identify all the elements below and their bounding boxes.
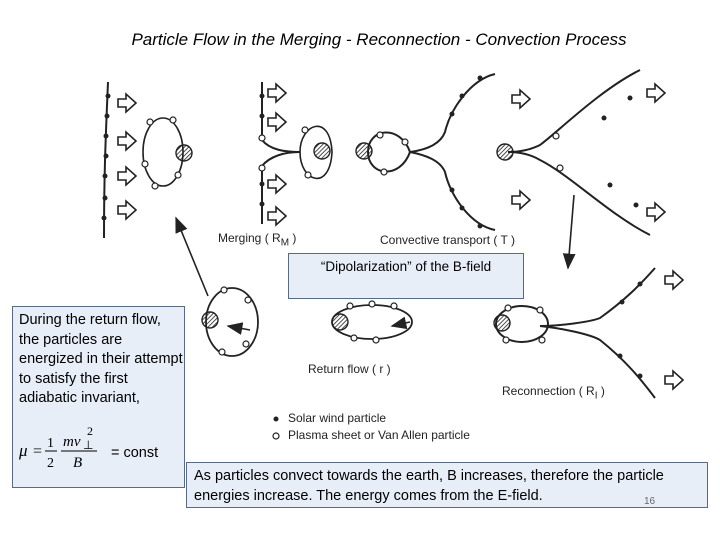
solar-wind-arrow-icon — [664, 269, 685, 291]
solar-wind-arrow-icon — [117, 92, 138, 114]
earth-icon — [201, 311, 219, 329]
panel-convective-2 — [507, 69, 651, 236]
panel-convective — [367, 73, 496, 231]
cycle-arrow-up — [175, 216, 209, 297]
solar-wind-arrow-icon — [267, 173, 288, 195]
dipolar-arrow — [226, 322, 251, 335]
solar-wind-particles-1 — [101, 93, 111, 221]
return-flow-plasma — [346, 300, 398, 344]
legend-solar-label: Solar wind particle — [288, 411, 387, 425]
legend-plasma-label: Plasma sheet or Van Allen particle — [288, 428, 470, 442]
convective-plasma — [376, 131, 409, 176]
convective-particles-2 — [601, 95, 639, 208]
solar-wind-arrow-icon — [117, 165, 138, 187]
solar-wind-arrow-icon — [664, 369, 685, 391]
solar-wind-arrow-icon — [267, 111, 288, 133]
formula-equals: = — [33, 443, 42, 460]
reconnection-particles — [617, 281, 643, 379]
return-flow-label: Return flow ( r ) — [308, 362, 391, 376]
legend-plasma-dot — [272, 432, 280, 440]
solar-wind-arrow-icon — [117, 199, 138, 221]
convection-note: As particles convect towards the earth, … — [194, 468, 664, 504]
earth-icon — [331, 313, 349, 331]
panel-merging-1 — [103, 81, 109, 239]
return-flow-note-box: During the return flow, the particles ar… — [12, 306, 185, 488]
earth-icon — [493, 314, 511, 332]
solar-wind-particles-2 — [259, 93, 265, 207]
mu-formula: μ = 1 2 mv ⊥ 2 B — [18, 425, 97, 471]
page-title: Particle Flow in the Merging - Reconnect… — [131, 30, 627, 49]
solar-wind-arrow-icon — [646, 201, 667, 223]
panel-merging-2 — [261, 82, 301, 224]
dipolarization-text: “Dipolarization” of the B-field — [320, 259, 492, 274]
solar-wind-arrow-icon — [646, 82, 667, 104]
convective-transport-label: Convective transport ( T ) — [380, 233, 515, 247]
solar-wind-arrow-icon — [117, 130, 138, 152]
convective-particles — [449, 75, 483, 229]
dipolarization-box: “Dipolarization” of the B-field — [288, 253, 524, 299]
convection-note-box: As particles convect towards the earth, … — [186, 462, 708, 508]
solar-wind-arrow-icon — [267, 205, 288, 227]
earth-icon — [355, 142, 373, 160]
formula-one: 1 — [47, 436, 54, 451]
return-flow-arrow — [390, 316, 411, 330]
return-flow-note: During the return flow, the particles ar… — [19, 312, 183, 406]
formula-sq: 2 — [87, 425, 93, 438]
reconnection-plasma — [502, 304, 546, 344]
plasma-particles-1 — [141, 116, 182, 190]
slide-number: 16 — [644, 496, 656, 507]
plasma-particles-2 — [258, 126, 312, 179]
solar-wind-arrow-icon — [267, 82, 288, 104]
earth-icon — [313, 142, 331, 160]
dipolar-plasma — [218, 286, 252, 356]
legend-solar-dot — [273, 416, 279, 422]
cycle-arrow-down — [562, 194, 576, 270]
reconnection-label: Reconnection ( RI ) — [502, 384, 605, 402]
solar-wind-arrows — [117, 82, 685, 391]
solar-wind-arrow-icon — [511, 88, 532, 110]
merging-label: Merging ( RM ) — [218, 231, 297, 249]
solar-wind-arrow-icon — [511, 189, 532, 211]
earth-icon — [496, 143, 514, 161]
formula-perp: ⊥ — [83, 438, 93, 452]
convective-plasma-2 — [552, 132, 564, 172]
formula-two: 2 — [47, 456, 54, 471]
formula-b: B — [73, 455, 82, 471]
mu-symbol: μ — [18, 441, 28, 460]
earth-icon — [175, 144, 193, 162]
formula-mv: mv — [63, 434, 81, 450]
equals-const: = const — [111, 445, 159, 461]
